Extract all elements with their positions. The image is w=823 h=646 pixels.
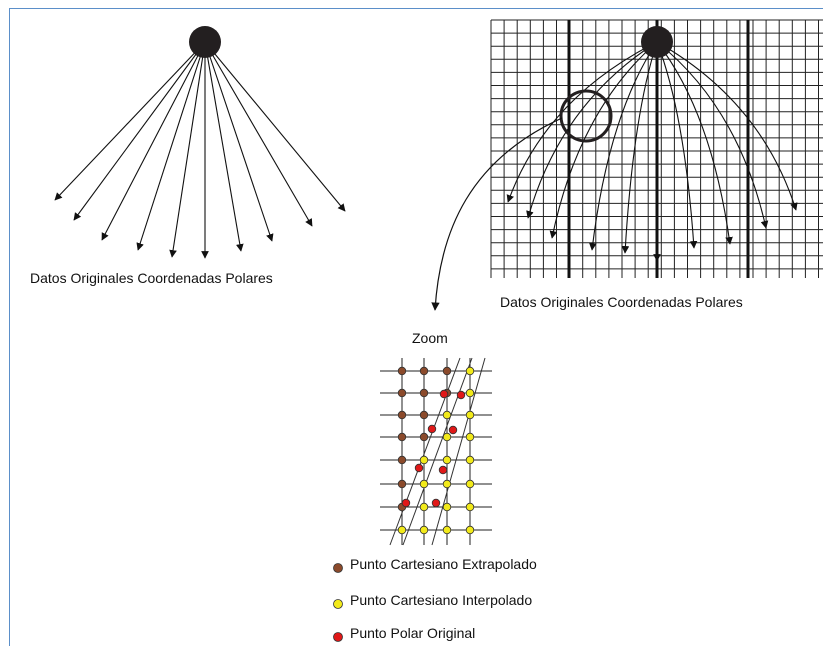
zoom-grid	[380, 357, 492, 546]
left-source-point	[189, 26, 221, 58]
left-polar-fan: Datos Originales Coordenadas Polares	[30, 26, 346, 286]
extrapolated-point	[419, 366, 429, 376]
extrapolated-point	[442, 366, 452, 376]
legend-label-extrapolated: Punto Cartesiano Extrapolado	[350, 556, 537, 572]
interpolated-point	[419, 479, 429, 489]
frame-left-border	[9, 8, 10, 646]
fan-ray	[204, 41, 274, 242]
interpolated-point	[442, 455, 452, 465]
extrapolated-point	[397, 410, 407, 420]
fan-ray-curved	[656, 41, 733, 245]
zoom-arrow	[431, 117, 563, 311]
legend-marker-red	[333, 632, 343, 642]
fan-ray	[136, 41, 206, 251]
fan-ray-curved	[589, 41, 658, 251]
polar-original-point	[456, 390, 466, 400]
interpolated-point	[442, 432, 452, 442]
legend-label-polar: Punto Polar Original	[350, 625, 475, 641]
polar-original-point	[439, 389, 449, 399]
right-source-point	[641, 26, 673, 58]
zoom-title: Zoom	[412, 330, 448, 346]
polar-original-point	[438, 465, 448, 475]
extrapolated-point	[397, 388, 407, 398]
interpolated-point	[442, 502, 452, 512]
fan-ray	[101, 41, 206, 241]
fan-ray	[204, 41, 346, 212]
legend-label-interpolated: Punto Cartesiano Interpolado	[350, 592, 532, 608]
extrapolated-point	[419, 410, 429, 420]
interpolated-point	[465, 432, 475, 442]
fan-ray	[169, 41, 206, 258]
interpolated-point	[419, 502, 429, 512]
fan-ray-curved	[656, 41, 769, 229]
right-fan-rays	[506, 41, 798, 262]
right-grid-panel: Datos Originales Coordenadas Polares	[431, 19, 823, 311]
extrapolated-point	[397, 455, 407, 465]
zoom-polar-ray	[431, 357, 486, 546]
extrapolated-point	[419, 432, 429, 442]
left-caption: Datos Originales Coordenadas Polares	[30, 270, 273, 286]
polar-original-point	[401, 498, 411, 508]
fan-ray	[73, 41, 206, 221]
zoom-points	[397, 366, 475, 535]
zoom-polar-ray	[402, 357, 473, 546]
fan-ray-curved	[549, 41, 658, 239]
legend-marker-brown	[333, 563, 343, 573]
legend-item-polar: Punto Polar Original	[333, 625, 475, 642]
polar-original-point	[427, 424, 437, 434]
polar-original-point	[414, 463, 424, 473]
zoom-detail: Zoom	[380, 330, 492, 546]
interpolated-point	[419, 525, 429, 535]
extrapolated-point	[397, 432, 407, 442]
fan-ray-curved	[656, 41, 798, 211]
legend-item-extrapolated: Punto Cartesiano Extrapolado	[333, 556, 537, 573]
fan-ray	[204, 41, 313, 227]
interpolated-point	[465, 502, 475, 512]
interpolated-point	[465, 410, 475, 420]
fan-ray-curved	[506, 41, 658, 203]
fan-ray-curved	[621, 41, 658, 254]
interpolated-point	[465, 366, 475, 376]
polar-original-point	[448, 425, 458, 435]
interpolated-point	[465, 455, 475, 465]
legend-item-interpolated: Punto Cartesiano Interpolado	[333, 592, 532, 609]
right-caption: Datos Originales Coordenadas Polares	[500, 294, 743, 310]
interpolated-point	[442, 410, 452, 420]
interpolated-point	[465, 479, 475, 489]
interpolated-point	[442, 525, 452, 535]
fan-ray-curved	[526, 41, 658, 219]
fan-ray-curved	[656, 41, 698, 249]
interpolated-point	[419, 455, 429, 465]
zoom-circle	[559, 89, 613, 143]
interpolated-point	[465, 388, 475, 398]
extrapolated-point	[419, 388, 429, 398]
zoom-polar-ray	[389, 357, 461, 546]
interpolated-point	[442, 479, 452, 489]
left-fan-rays	[54, 41, 346, 259]
polar-original-point	[431, 498, 441, 508]
fan-ray	[204, 41, 244, 252]
legend-marker-yellow	[333, 599, 343, 609]
interpolated-point	[397, 525, 407, 535]
interpolated-point	[465, 525, 475, 535]
extrapolated-point	[397, 479, 407, 489]
frame-top-border	[9, 8, 823, 9]
fan-ray	[54, 41, 206, 201]
legend: Punto Cartesiano Extrapolado Punto Carte…	[333, 556, 537, 642]
extrapolated-point	[397, 366, 407, 376]
